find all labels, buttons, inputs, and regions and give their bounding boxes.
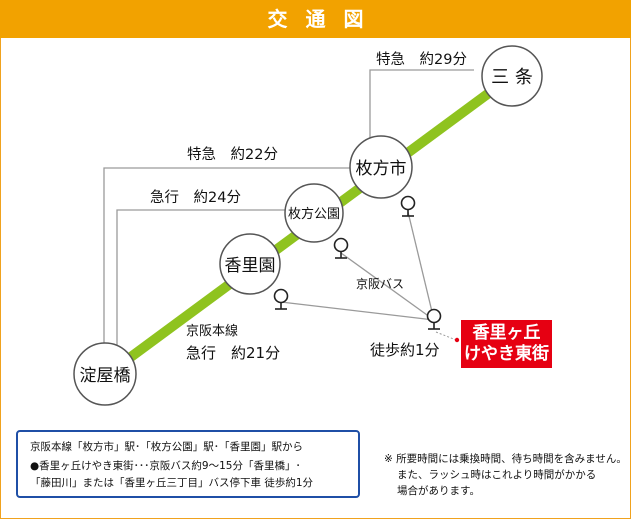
access-info-line1: 京阪本線「枚方市」駅･「枚方公園」駅･「香里園」駅から [30,441,303,453]
bus-stop-icon [426,308,442,330]
route-time-hirakatakoen: 急行 約24分 [150,189,241,206]
station-circle-hirakatakoen [284,183,344,243]
walk-label: 徒歩約1分 [370,341,440,359]
bus-stop-icon [273,288,289,310]
route-line-sanjo [369,69,474,142]
bus-line-hirakatashi [407,211,435,321]
station-yodoyabashi-label: 淀屋橋 [80,366,131,386]
station-hirakatakoen-label: 枚方公園 [288,206,340,222]
route-time-sanjo: 特急 約29分 [376,51,467,68]
station-circle-korien [219,233,281,295]
route-line-hirakatakoen [116,209,290,348]
page-title: 交通図 [267,7,382,31]
station-circle-hirakatashi [349,135,413,199]
access-info-line3: 「藤田川」または「香里ヶ丘三丁目」バス停下車 徒歩約1分 [30,477,314,489]
bus-stop-icon [333,237,349,259]
route-time-hirakatashi: 特急 約22分 [187,146,278,163]
access-info-line2: ●香里ヶ丘けやき東街･･･京阪バス約9〜15分「香里橋」･ [30,460,301,472]
destination-name-line1: 香里ヶ丘 [472,323,541,343]
bus-label: 京阪バス [356,277,404,291]
route-line-hirakatashi [103,167,360,355]
station-korien-label: 香里園 [225,256,276,276]
line-name-label: 京阪本線 [186,323,238,339]
station-sanjo-label: 三 条 [491,67,533,88]
note-line1: ※ 所要時間には乗換時間、待ち時間を含みません。 [384,453,627,465]
route-time-korien: 急行 約21分 [186,344,280,362]
bus-stop-icon [400,195,416,217]
destination-name-line2: けやき東街 [464,344,549,364]
walk-line [435,331,457,341]
destination-badge: 香里ヶ丘 けやき東街 [461,320,552,368]
note-line2: また、ラッシュ時はこれより時間がかかる [397,469,597,481]
header-bar: 交通図 [0,0,631,38]
station-circle-sanjo [481,45,543,107]
note-line3: 場合があります。 [397,485,480,497]
access-info-box: 京阪本線「枚方市」駅･「枚方公園」駅･「香里園」駅から ●香里ヶ丘けやき東街･･… [16,430,360,498]
destination-dot [454,337,460,343]
station-hirakatashi-label: 枚方市 [356,159,407,179]
station-circle-yodoyabashi [73,342,137,406]
bus-line-hirakatakoen [340,252,435,321]
bus-line-korien [280,301,435,321]
